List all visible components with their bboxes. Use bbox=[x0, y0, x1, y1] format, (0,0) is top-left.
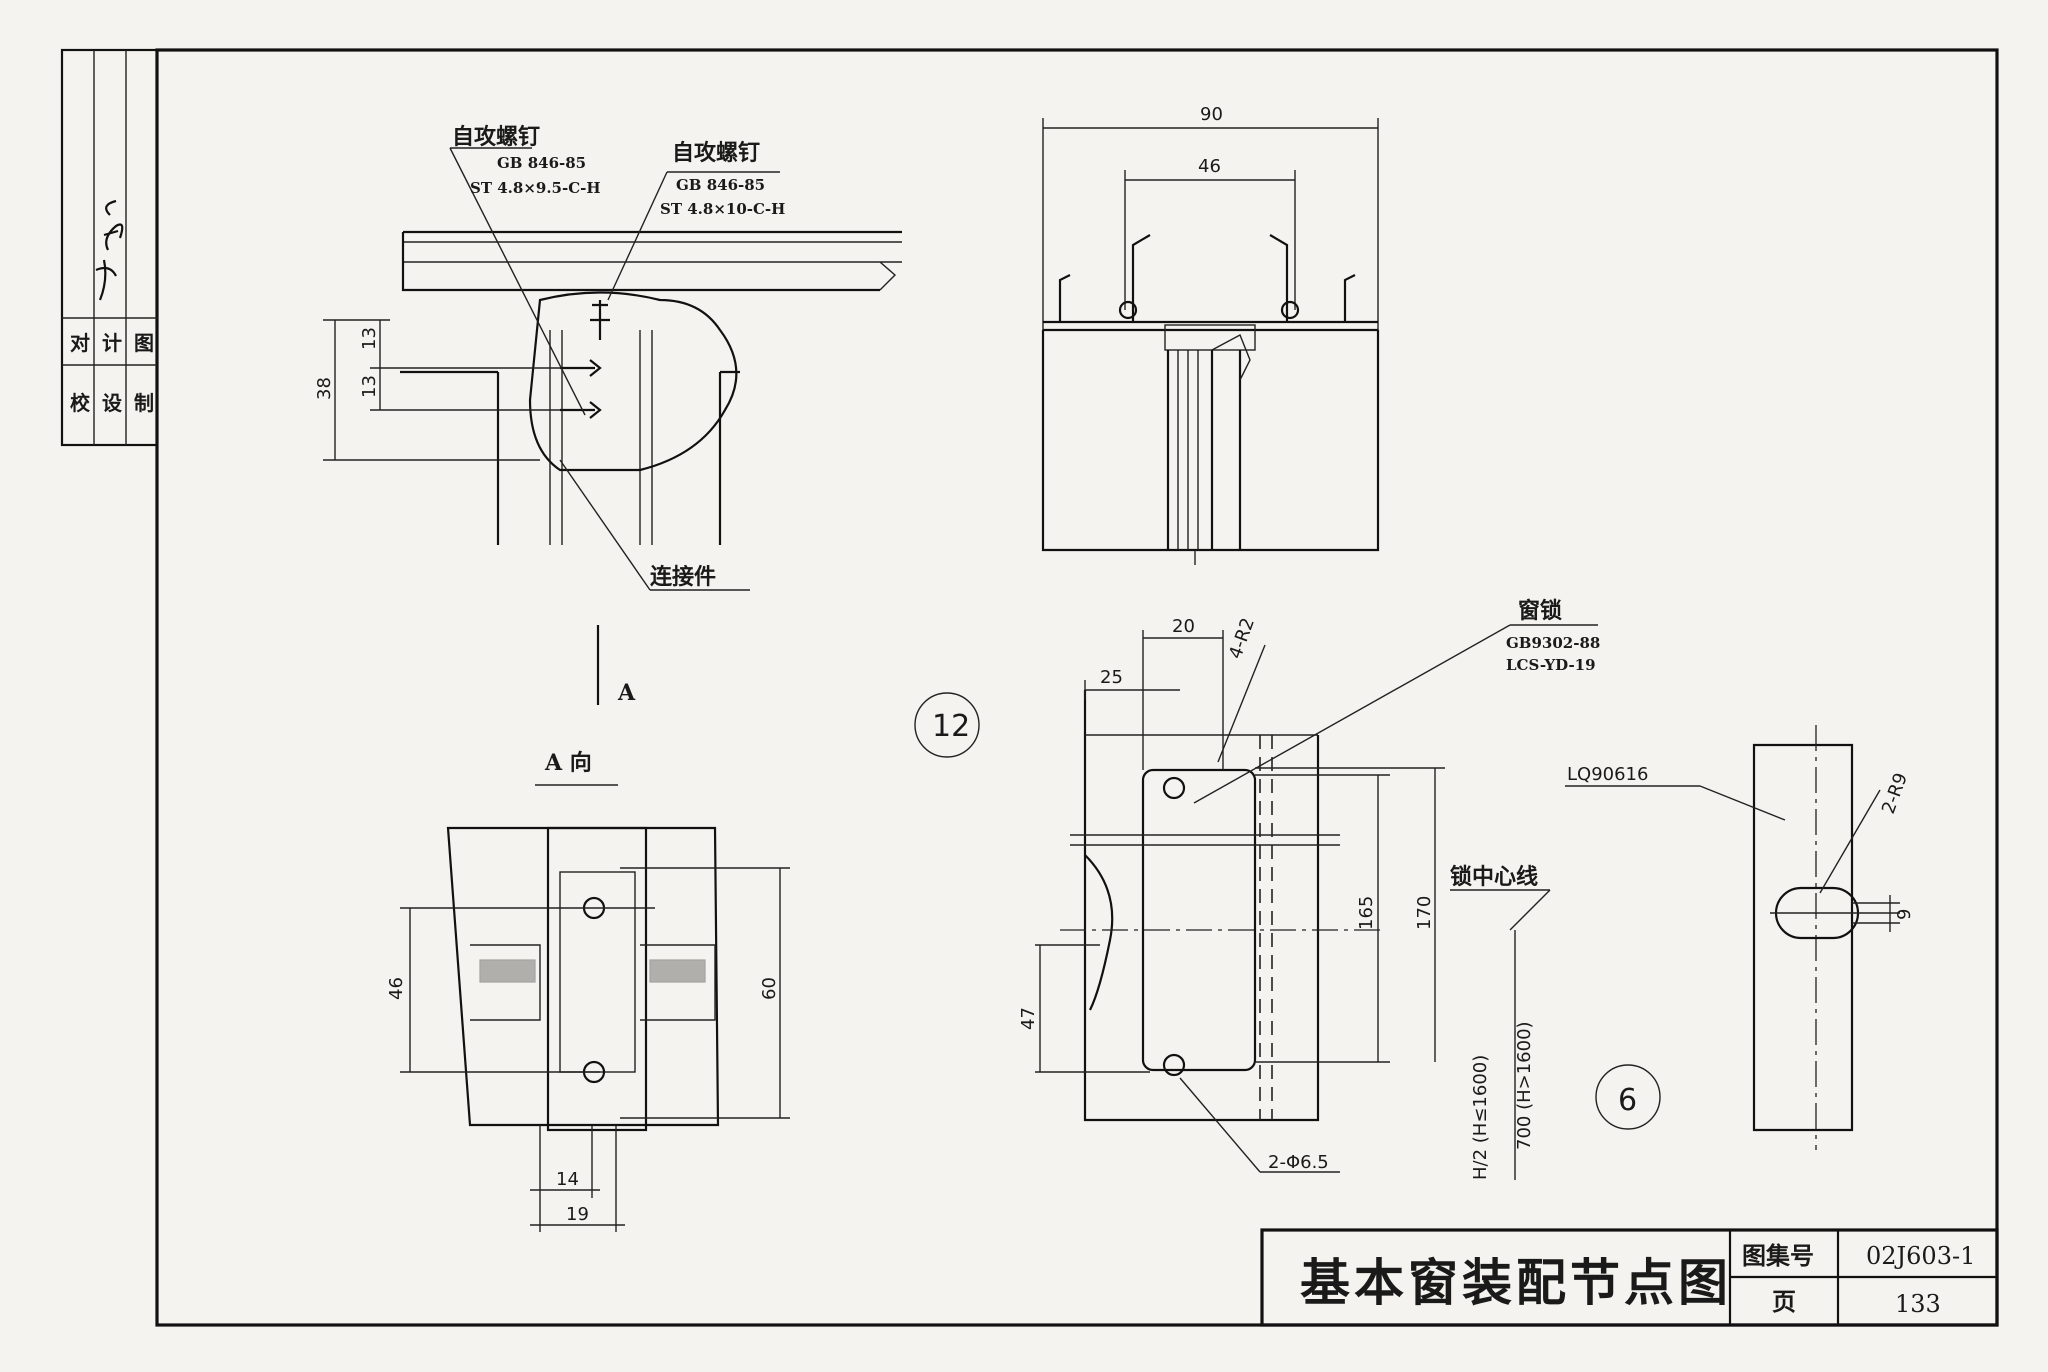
dim-25: 25 bbox=[1100, 667, 1123, 688]
approval-strip: 校 对 设 计 制 图 bbox=[60, 48, 159, 447]
page-label: 页 bbox=[1772, 1287, 1796, 1316]
section-mark-a: A bbox=[617, 680, 636, 706]
dim-165: 165 bbox=[1356, 896, 1377, 930]
page-value: 133 bbox=[1895, 1290, 1941, 1318]
dim-47: 47 bbox=[1018, 1007, 1039, 1030]
a-view-label: A 向 bbox=[544, 750, 592, 776]
detail-window-lock: 20 25 4-R2 165 170 47 H/2 (H≤1600) 700 (… bbox=[1018, 598, 1600, 1180]
atlas-label: 图集号 bbox=[1742, 1241, 1814, 1270]
strip-design-label2: 计 bbox=[102, 331, 122, 355]
dim-13a: 13 bbox=[359, 327, 380, 350]
strip-check-label2: 对 bbox=[70, 331, 90, 355]
dim-60: 60 bbox=[759, 977, 780, 1000]
detail-corner-joint: 38 13 13 自攻螺钉 GB 846-85 ST 4.8×9.5-C-H 自… bbox=[314, 124, 902, 706]
signature bbox=[95, 199, 124, 301]
screw1-name: 自攻螺钉 bbox=[452, 124, 540, 150]
dim-46-a: 46 bbox=[386, 977, 407, 1000]
lock-model: LCS-YD-19 bbox=[1506, 656, 1596, 674]
dim-14: 14 bbox=[556, 1169, 579, 1190]
strip-draw-label2: 图 bbox=[134, 331, 154, 355]
screw2-spec: ST 4.8×10-C-H bbox=[660, 200, 785, 218]
screw2-std: GB 846-85 bbox=[676, 176, 765, 194]
svg-text:6: 6 bbox=[1618, 1083, 1637, 1118]
drawing-title: 基本窗装配节点图 bbox=[1300, 1253, 1732, 1312]
strip-design-label: 设 bbox=[102, 391, 122, 415]
callout-12: 12 bbox=[914, 692, 980, 758]
detail-a-view: A 向 46 60 14 19 bbox=[386, 750, 790, 1232]
dim-h-half: H/2 (H≤1600) bbox=[1470, 1055, 1491, 1180]
dim-13b: 13 bbox=[359, 375, 380, 398]
dim-2r9: 2-R9 bbox=[1878, 770, 1912, 817]
lock-name: 窗锁 bbox=[1518, 598, 1562, 624]
profile-label: LQ90616 bbox=[1567, 764, 1648, 785]
screw1-spec: ST 4.8×9.5-C-H bbox=[470, 179, 601, 197]
detail-cross-section: 90 46 bbox=[1041, 104, 1380, 565]
lock-std: GB9302-88 bbox=[1506, 634, 1600, 652]
sheet-frame bbox=[155, 48, 1999, 1327]
dim-20: 20 bbox=[1172, 616, 1195, 637]
screw2-name: 自攻螺钉 bbox=[672, 140, 760, 166]
strip-check-label: 校 bbox=[70, 391, 91, 415]
dim-170: 170 bbox=[1414, 896, 1435, 930]
dim-46-top: 46 bbox=[1198, 156, 1221, 177]
screw1-std: GB 846-85 bbox=[497, 154, 586, 172]
title-block: 基本窗装配节点图 图集号 02J603-1 页 133 bbox=[1260, 1228, 1999, 1327]
atlas-value: 02J603-1 bbox=[1866, 1242, 1975, 1270]
connector-label: 连接件 bbox=[650, 564, 716, 590]
dim-700: 700 (H>1600) bbox=[1514, 1021, 1535, 1150]
dim-90: 90 bbox=[1200, 104, 1223, 125]
dim-9: 9 bbox=[1894, 909, 1915, 920]
dim-19: 19 bbox=[566, 1204, 589, 1225]
lock-centerline: 锁中心线 bbox=[1450, 864, 1538, 890]
callout-6: 6 bbox=[1595, 1064, 1661, 1130]
holes-label: 2-Φ6.5 bbox=[1268, 1152, 1329, 1173]
dim-4r2: 4-R2 bbox=[1225, 615, 1259, 662]
dim-38: 38 bbox=[314, 377, 335, 400]
strip-draw-label: 制 bbox=[134, 391, 154, 415]
svg-text:12: 12 bbox=[932, 709, 970, 744]
